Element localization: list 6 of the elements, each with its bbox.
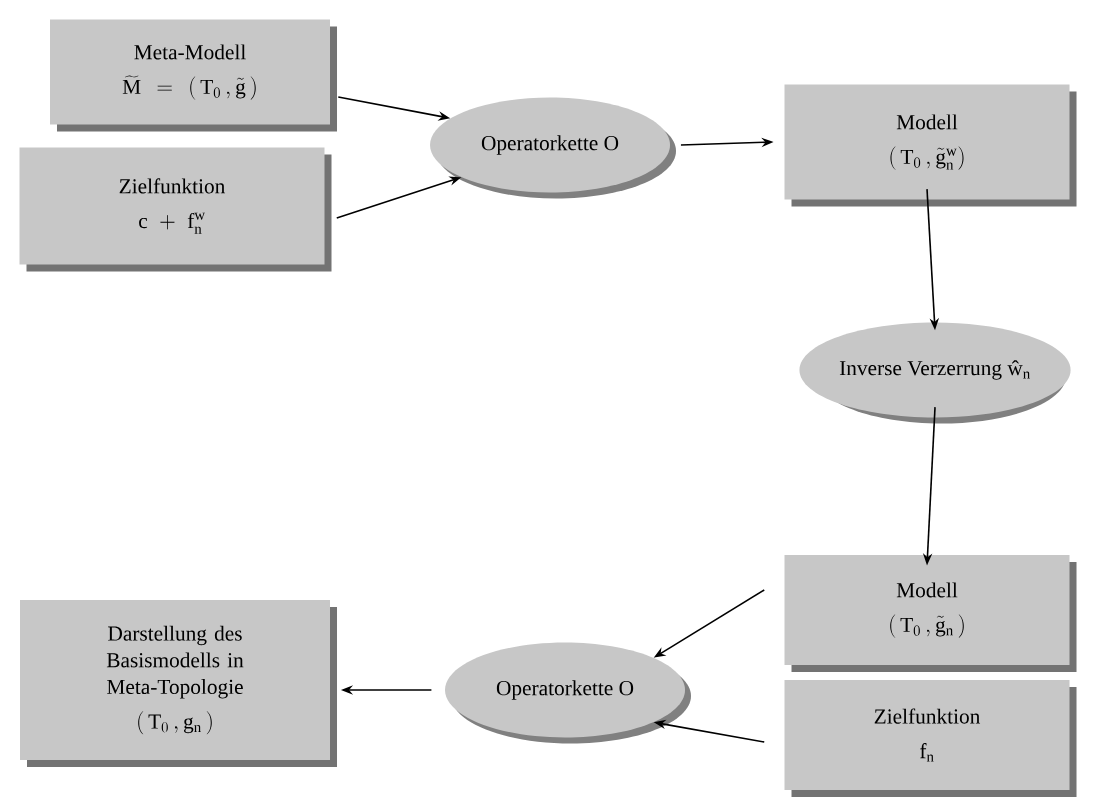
process-box: Modell $(\,\mathrm{T}_0\,, \tilde{\mathrm{g}}_\mathrm{n}\,)$ bbox=[784, 555, 1077, 672]
process-box: Darstellung des Basismodells in Meta-Topologie $(\,\mathrm{T}_0\,, \mathrm{g}_\mathrm{n}\,)$ bbox=[20, 600, 337, 767]
process-box: Meta-Modell $\widetilde{\mathrm{M}} = (\,\mathrm{T}_0\,, \tilde{\mathrm{g}}\,)$ bbox=[50, 19, 337, 132]
process-box: Zielfunktion $\mathrm{f}_\mathrm{n}$ bbox=[784, 680, 1077, 797]
process-box: Zielfunktion $\mathrm{c} + \mathrm{f}_\mathrm{n}^{\mathrm{w}}$ bbox=[19, 147, 332, 272]
process-box: Modell $(\,\mathrm{T}_0\,, \tilde{\mathrm{g}}_\mathrm{n}^{\mathrm{w}})$ bbox=[784, 84, 1077, 207]
